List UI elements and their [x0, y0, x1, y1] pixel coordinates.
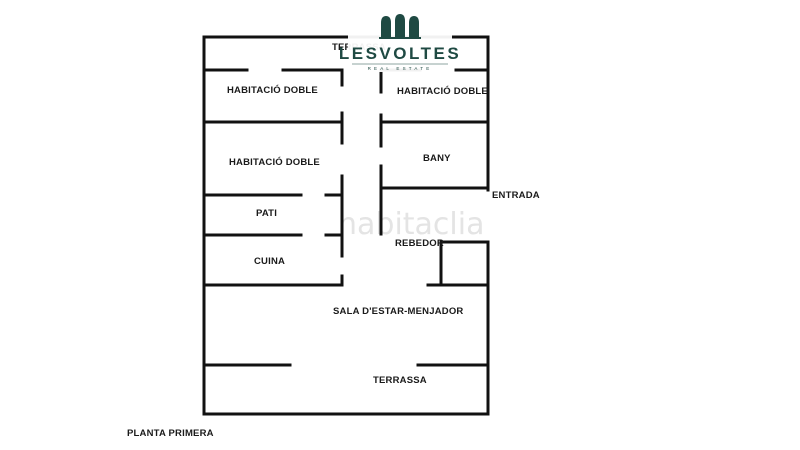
room-label-habitacio-doble-2: HABITACIÓ DOBLE — [397, 85, 488, 97]
room-label-pati: PATI — [256, 208, 277, 219]
room-label-habitacio-doble-3: HABITACIÓ DOBLE — [229, 156, 320, 168]
room-label-habitacio-doble-1: HABITACIÓ DOBLE — [227, 84, 318, 96]
room-label-rebedor: REBEDOR — [395, 238, 444, 249]
arches-icon — [379, 14, 421, 39]
walls — [202, 35, 490, 416]
logo-subtitle: REAL ESTATE — [368, 66, 433, 71]
logo: LESVOLTES REAL ESTATE — [339, 2, 461, 72]
room-label-entrada: ENTRADA — [492, 190, 540, 201]
floor-label: PLANTA PRIMERA — [127, 428, 214, 439]
room-label-bany: BANY — [423, 153, 451, 164]
logo-name: LESVOLTES — [339, 44, 461, 63]
room-label-terrassa-bottom: TERRASSA — [373, 375, 427, 386]
room-label-sala: SALA D'ESTAR-MENJADOR — [333, 306, 464, 317]
room-label-cuina: CUINA — [254, 256, 285, 267]
watermark: habitaclia — [338, 207, 484, 242]
